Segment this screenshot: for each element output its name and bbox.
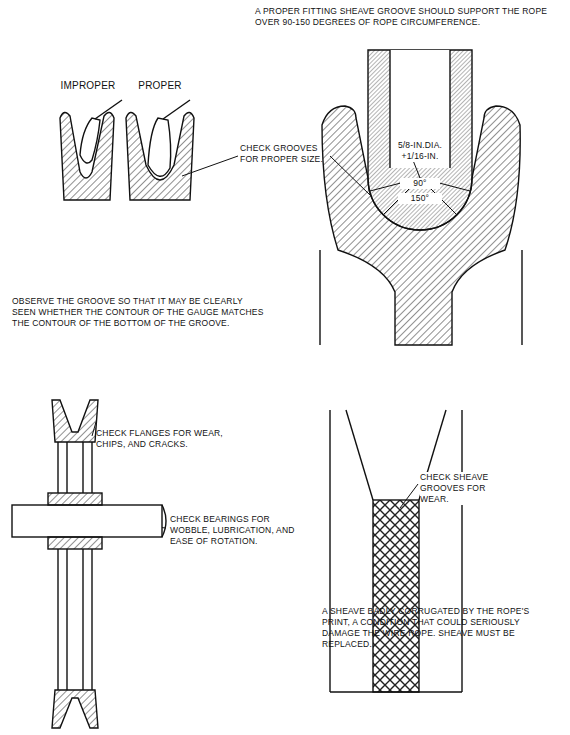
sheave-on-shaft — [12, 400, 166, 728]
callout-text: CHECK GROOVES FOR PROPER SIZE. — [240, 143, 332, 165]
proper-gauge — [126, 100, 194, 200]
callout-text: CHECK SHEAVE GROOVES FOR WEAR. — [420, 472, 510, 505]
callout-text: OBSERVE THE GROOVE SO THAT IT MAY BE CLE… — [12, 296, 267, 329]
callout-text: IMPROPER — [58, 80, 118, 93]
callout-text: 90° — [400, 178, 440, 189]
callout-text: A SHEAVE BADLY CORRUGATED BY THE ROPE'S … — [322, 606, 542, 650]
improper-gauge — [60, 100, 122, 200]
corrugated-sheave — [330, 410, 462, 692]
callout-text: 5/8-IN.DIA. +1/16-IN. — [392, 140, 448, 162]
callout-text: A PROPER FITTING SHEAVE GROOVE SHOULD SU… — [255, 6, 555, 28]
callout-text: CHECK FLANGES FOR WEAR, CHIPS, AND CRACK… — [96, 428, 246, 450]
leader-line — [92, 156, 418, 528]
angle-lines — [370, 140, 470, 215]
callout-text: PROPER — [130, 80, 190, 93]
callout-text: 150° — [398, 193, 442, 204]
wire-rope — [368, 50, 472, 230]
callout-text: CHECK BEARINGS FOR WOBBLE, LUBRICATION, … — [170, 514, 310, 547]
